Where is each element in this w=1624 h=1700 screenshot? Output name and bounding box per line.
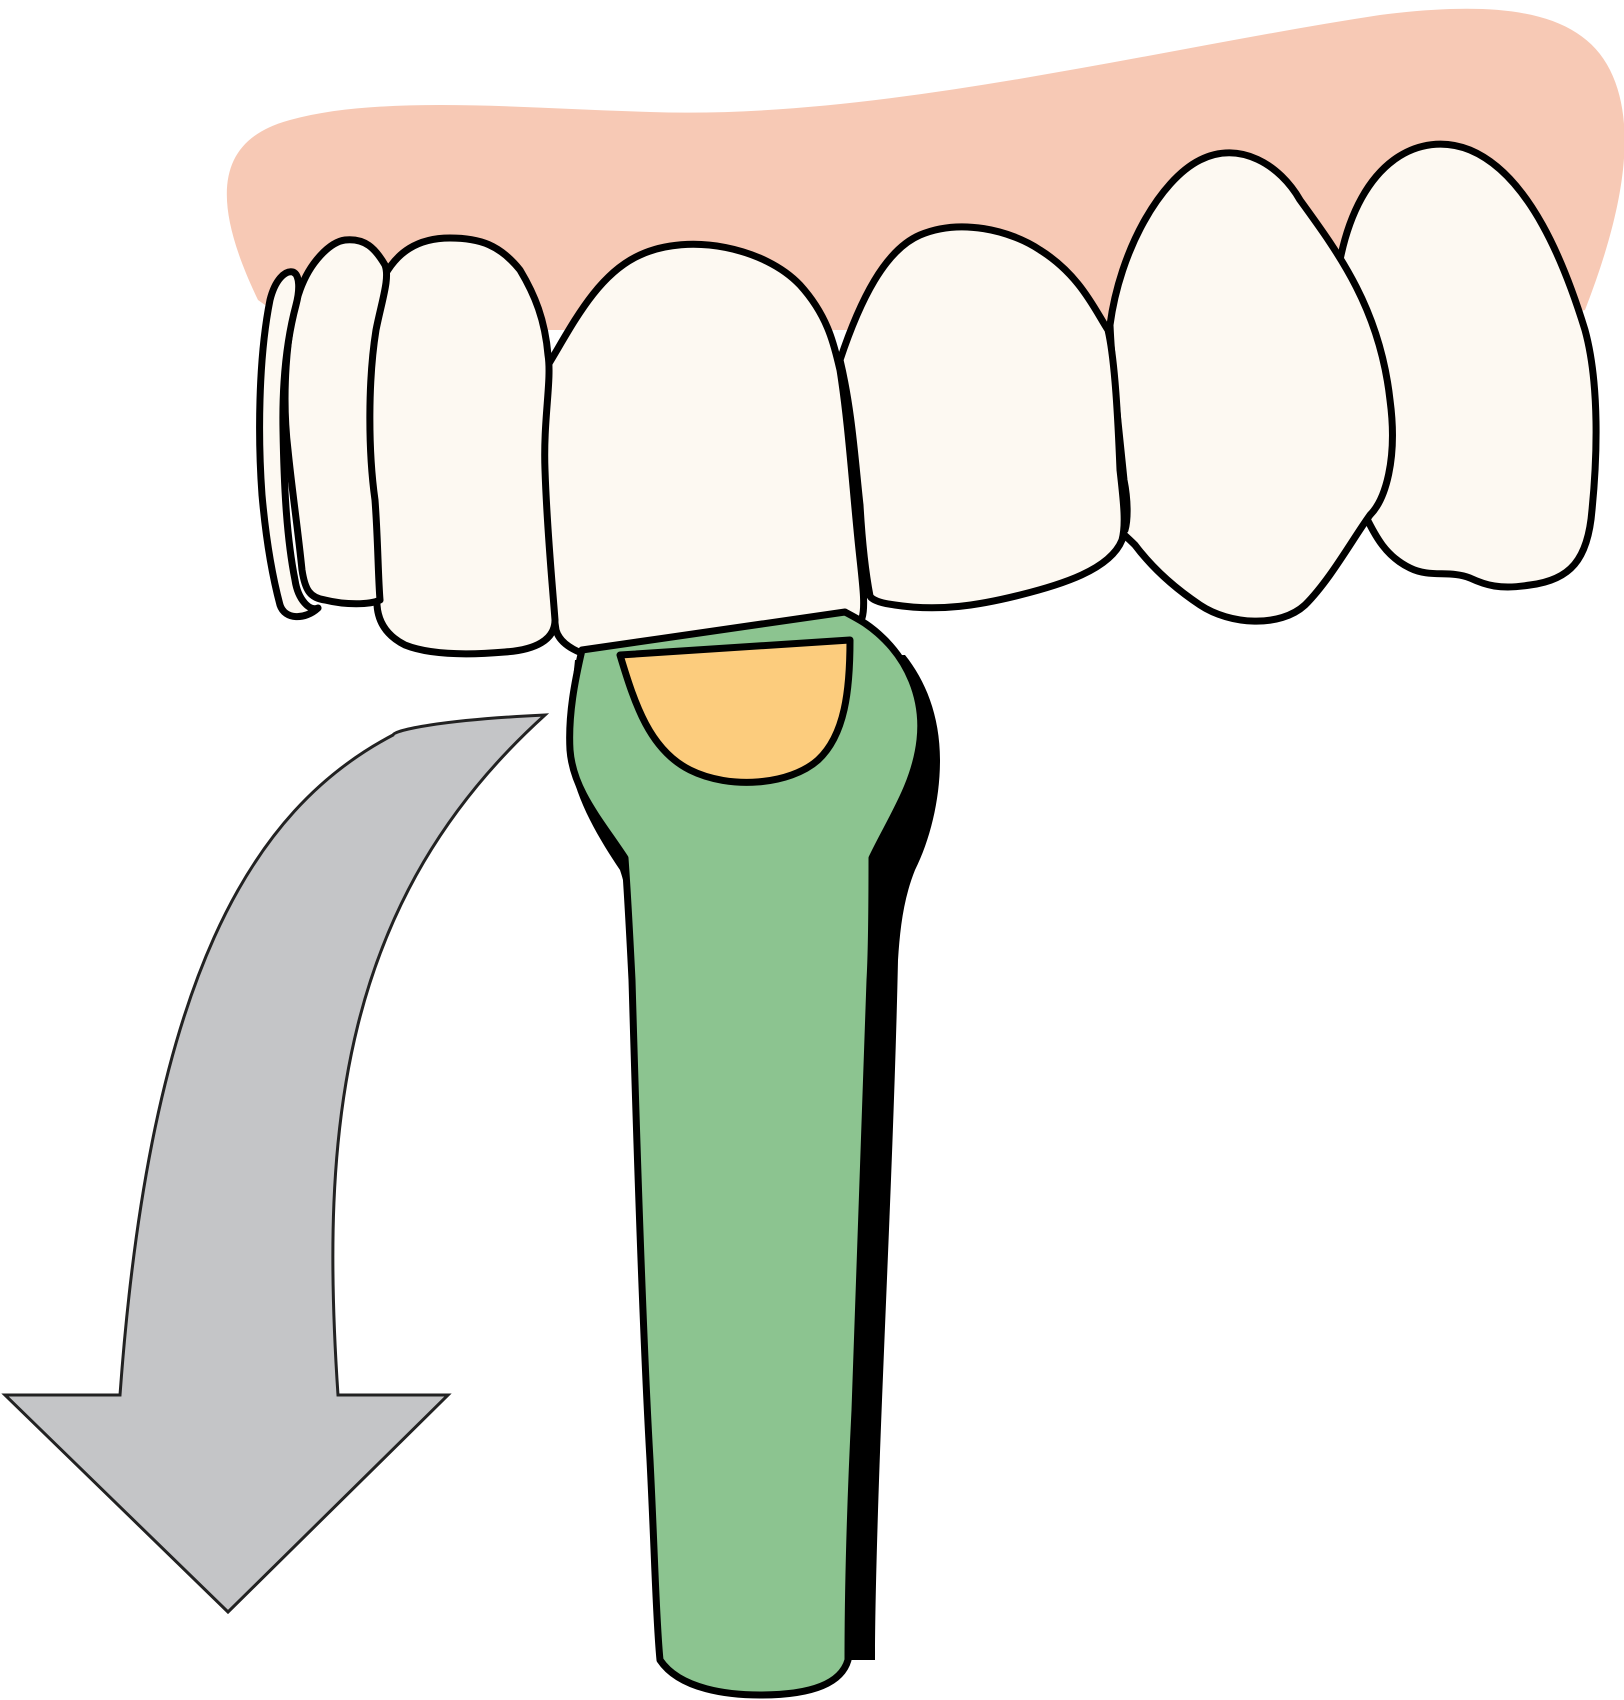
tooth-icon (1336, 140, 1600, 591)
curved-arrow-down-icon (1, 713, 550, 1615)
tooth-icon (836, 223, 1128, 612)
tooth-icon (537, 240, 868, 666)
denture-brush-icon (566, 608, 925, 1699)
brush-pad-shape (616, 636, 854, 786)
tooth-icon (281, 236, 391, 608)
tooth-icon (363, 234, 559, 658)
tooth-icon (256, 268, 322, 621)
